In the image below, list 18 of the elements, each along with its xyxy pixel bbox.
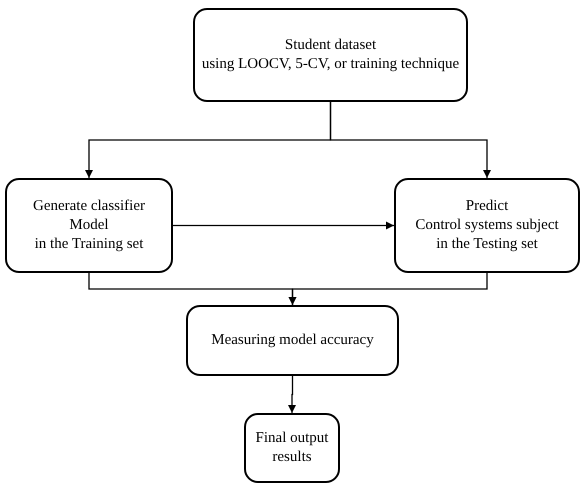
process-box <box>186 305 399 376</box>
arrow <box>330 102 491 178</box>
node-text: Control systems subject <box>415 216 559 235</box>
node-text: Measuring model accuracy <box>211 331 374 350</box>
arrow <box>173 222 394 230</box>
node-text: Student dataset <box>284 36 376 55</box>
node-text: Predict <box>466 197 508 216</box>
node-text: Model <box>69 216 109 235</box>
process-box <box>193 8 468 102</box>
process-box <box>5 178 173 273</box>
node-text: in the Testing set <box>436 234 538 254</box>
process-box <box>244 413 340 483</box>
arrow <box>288 376 296 413</box>
node-text: using LOOCV, 5-CV, or training technique <box>202 55 460 74</box>
node-text: Final output results <box>254 429 330 467</box>
node-text: in the Training set <box>34 234 144 254</box>
node-text: Generate classifier <box>32 197 146 216</box>
process-box <box>394 178 580 273</box>
